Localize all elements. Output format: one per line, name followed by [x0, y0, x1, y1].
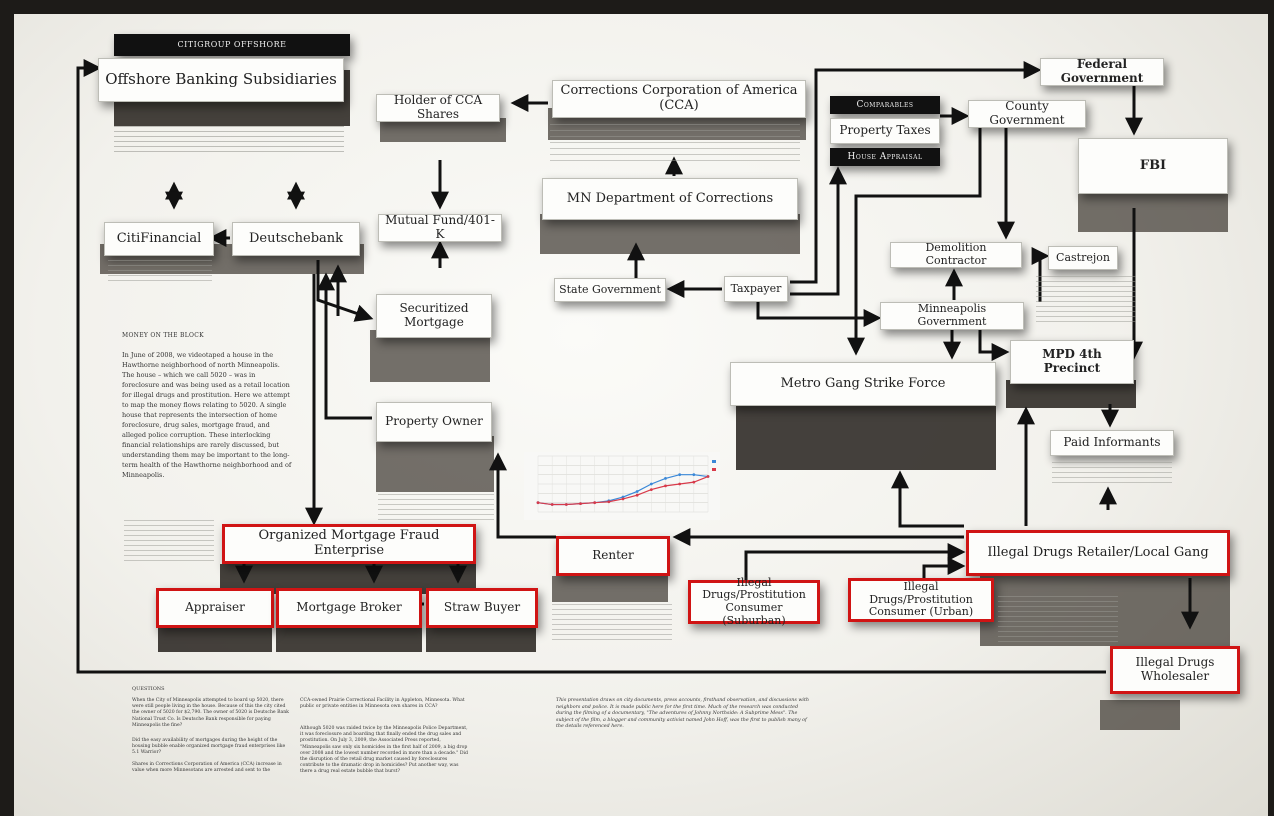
question-5: Although 5020 was raided twice by the Mi… [300, 726, 468, 775]
metro-gang-shadow [736, 400, 996, 470]
mortgage-fraud-enterprise-node: Organized Mortgage Fraud Enterprise [222, 524, 476, 564]
straw-buyer-node: Straw Buyer [426, 588, 538, 628]
illegal-drugs-retailer-node: Illegal Drugs Retailer/Local Gang [966, 530, 1230, 576]
chart-point-1-1 [550, 503, 554, 506]
chart-legend-swatch-0 [712, 460, 716, 463]
consumer-suburban-node: Illegal Drugs/Prostitution Consumer (Sub… [688, 576, 820, 626]
questions-heading: QUESTIONS [132, 686, 165, 692]
chart-point-1-11 [692, 480, 696, 484]
mutual-fund-node: Mutual Fund/401-K [378, 213, 502, 242]
paid-informants-node: Paid Informants [1050, 430, 1174, 456]
property-taxes-node: Property Taxes [830, 118, 940, 144]
state-government-node: State Government [554, 278, 666, 302]
mndoc-shadow [540, 214, 800, 254]
metro-gang-strike-force-node: Metro Gang Strike Force [730, 362, 996, 406]
chart-point-0-10 [678, 473, 682, 477]
chart-point-1-8 [649, 488, 653, 491]
castrejon-notes [1036, 276, 1136, 326]
credits-paragraph: This presentation draws on city document… [556, 698, 809, 730]
renter-shadow [552, 576, 668, 602]
renter-notes [552, 604, 672, 644]
informants-notes [1052, 462, 1172, 484]
owner-shadow [376, 436, 494, 492]
cca-notes [550, 124, 800, 164]
mpd-4th-precinct-node: MPD 4th Precinct [1010, 340, 1134, 384]
chart-point-1-9 [664, 484, 667, 488]
chart-point-1-0 [536, 501, 540, 505]
owner-notes [378, 494, 494, 522]
question-4: CCA-owned Prairie Correctional Facility … [300, 698, 465, 710]
offshore-notes [114, 126, 344, 156]
broker-shadow [276, 628, 422, 652]
cca-node: Corrections Corporation of America (CCA) [552, 80, 806, 118]
county-government-node: County Government [968, 99, 1086, 128]
securitized-shadow [370, 330, 490, 382]
loop-arrow [76, 59, 1106, 674]
chart-point-1-3 [579, 502, 582, 505]
holder-cca-shares-node: Holder of CCA Shares [376, 93, 500, 122]
appraiser-shadow [158, 628, 272, 652]
chart-point-0-7 [635, 490, 639, 493]
wholesaler-shadow [1100, 700, 1180, 730]
federal-government-node: Federal Government [1040, 57, 1164, 86]
chart-legend-swatch-1 [712, 468, 716, 471]
demolition-contractor-node: Demolition Contractor [890, 241, 1022, 268]
fbi-node: FBI [1078, 138, 1228, 194]
minneapolis-government-node: Minneapolis Government [880, 302, 1024, 330]
chart-point-1-10 [678, 482, 682, 486]
intro-heading: MONEY ON THE BLOCK [122, 332, 204, 339]
mn-dept-corrections-node: MN Department of Corrections [542, 178, 798, 220]
mortgage-broker-node: Mortgage Broker [276, 588, 422, 628]
chart-point-1-7 [635, 493, 639, 497]
castrejon-node: Castrejon [1048, 246, 1118, 270]
chart-point-0-8 [649, 482, 653, 486]
chart-point-1-5 [607, 500, 611, 504]
appraiser-node: Appraiser [156, 588, 274, 628]
renter-node: Renter [556, 536, 670, 576]
fraud-notes [124, 520, 214, 564]
question-3: Shares in Corrections Corporation of Ame… [132, 762, 282, 774]
citi-notes [108, 260, 212, 284]
intro-paragraph: In June of 2008, we videotaped a house i… [122, 351, 292, 479]
straw-shadow [426, 628, 536, 652]
offshore-banking-node: Offshore Banking Subsidiaries [98, 58, 344, 102]
mpd-shadow [1006, 380, 1136, 408]
chart-background [524, 452, 720, 520]
comparables-label: Comparables [830, 96, 940, 114]
consumer-urban-node: Illegal Drugs/Prostitution Consumer (Urb… [848, 578, 994, 622]
citigroup-offshore-banner: CITIGROUP OFFSHORE [114, 34, 350, 56]
chart-point-1-12 [706, 475, 710, 478]
holder-shadow [380, 118, 506, 142]
chart-point-0-11 [692, 473, 696, 477]
citifinancial-node: CitiFinancial [104, 222, 214, 256]
question-2: Did the easy availability of mortgages d… [132, 738, 286, 756]
property-owner-node: Property Owner [376, 402, 492, 442]
chart-point-1-4 [593, 501, 597, 505]
chart-point-1-6 [621, 497, 625, 501]
foreclosure-line-chart [524, 452, 720, 520]
house-appraisal-label: House Appraisal [830, 148, 940, 166]
chart-point-0-9 [664, 477, 667, 480]
illegal-drugs-wholesaler-node: Illegal Drugs Wholesaler [1110, 646, 1240, 694]
deutschebank-node: Deutschebank [232, 222, 360, 256]
chart-point-1-2 [564, 503, 568, 506]
retailer-notes [998, 596, 1118, 646]
taxpayer-node: Taxpayer [724, 276, 788, 302]
question-1: When the City of Minneapolis attempted t… [132, 698, 289, 728]
securitized-mortgage-node: Securitized Mortgage [376, 294, 492, 338]
